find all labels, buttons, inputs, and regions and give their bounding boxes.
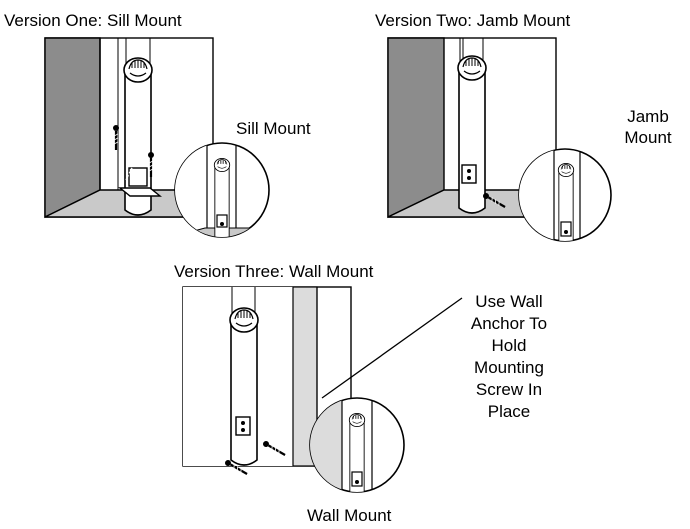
version-two-heading: Version Two: Jamb Mount [375, 11, 571, 30]
wall-anchor-note-line: Mounting [474, 358, 544, 377]
jamb-mount-callout-line: Mount [624, 128, 672, 147]
jamb-mount-callout-line: Jamb [627, 107, 669, 126]
wall-mount-callout: Wall Mount [307, 506, 392, 525]
version-one-heading: Version One: Sill Mount [4, 11, 182, 30]
version-three-heading: Version Three: Wall Mount [174, 262, 374, 281]
note-leader-line [321, 297, 463, 399]
wall-anchor-note: Use Wall Anchor To Hold Mounting Screw I… [454, 291, 564, 423]
wall-anchor-note-line: Use Wall [475, 292, 543, 311]
sill-mount-zoom [174, 142, 270, 238]
jamb-mount-callout: Jamb Mount [612, 106, 684, 148]
wall-anchor-note-line: Anchor To [470, 314, 548, 333]
wall-anchor-note-line: Hold [491, 336, 527, 355]
version-two-scene [387, 37, 557, 219]
wall-mount-zoom [309, 397, 405, 493]
wall-anchor-note-line: Place [487, 402, 531, 421]
wall-anchor-note-line: Screw In [475, 380, 543, 399]
sill-mount-callout: Sill Mount [236, 119, 311, 138]
